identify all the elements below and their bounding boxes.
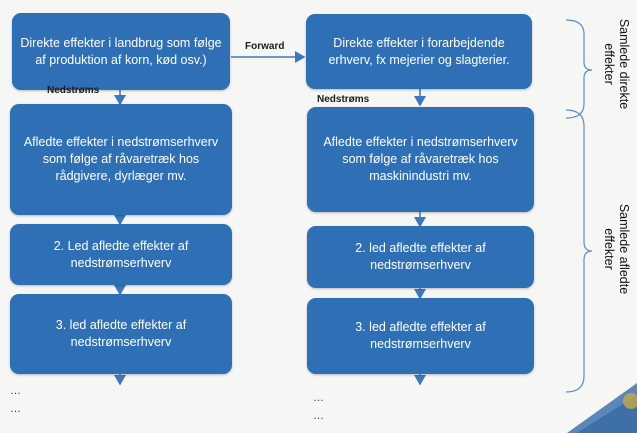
bracket-derived-label: Samlede afledte effekter: [602, 203, 631, 295]
right-ellipsis-1: …: [313, 392, 325, 404]
left-ellipsis-1: …: [10, 385, 22, 397]
left-third-level-box: 3. led afledte effekter af nedstrømserhv…: [10, 294, 232, 374]
left-derived-effects-box: Afledte effekter i nedstrømserhverv som …: [10, 104, 232, 215]
left-second-level-box: 2. Led afledte effekter af nedstrømserhv…: [10, 224, 232, 285]
left-downstream-label: Nedstrøms: [47, 85, 100, 96]
right-ellipsis-2: …: [313, 410, 325, 422]
left-ellipsis-2: …: [10, 403, 22, 415]
bracket-derived: [565, 109, 593, 393]
right-third-level-box: 3. led afledte effekter af nedstrømserhv…: [307, 298, 534, 374]
right-direct-effects-box: Direkte effekter i forarbejdende erhverv…: [306, 14, 532, 89]
bracket-direct-label: Samlede direkte effekter: [602, 18, 631, 110]
corner-decoration: [567, 383, 637, 433]
right-second-level-box: 2. led afledte effekter af nedstrømserhv…: [307, 226, 534, 288]
left-direct-effects-box: Direkte effekter i landbrug som følge af…: [12, 13, 230, 90]
forward-label: Forward: [245, 41, 285, 52]
right-downstream-label: Nedstrøms: [317, 94, 370, 105]
right-derived-effects-box: Afledte effekter i nedstrømserhverv som …: [307, 107, 534, 212]
bracket-direct: [565, 19, 593, 119]
